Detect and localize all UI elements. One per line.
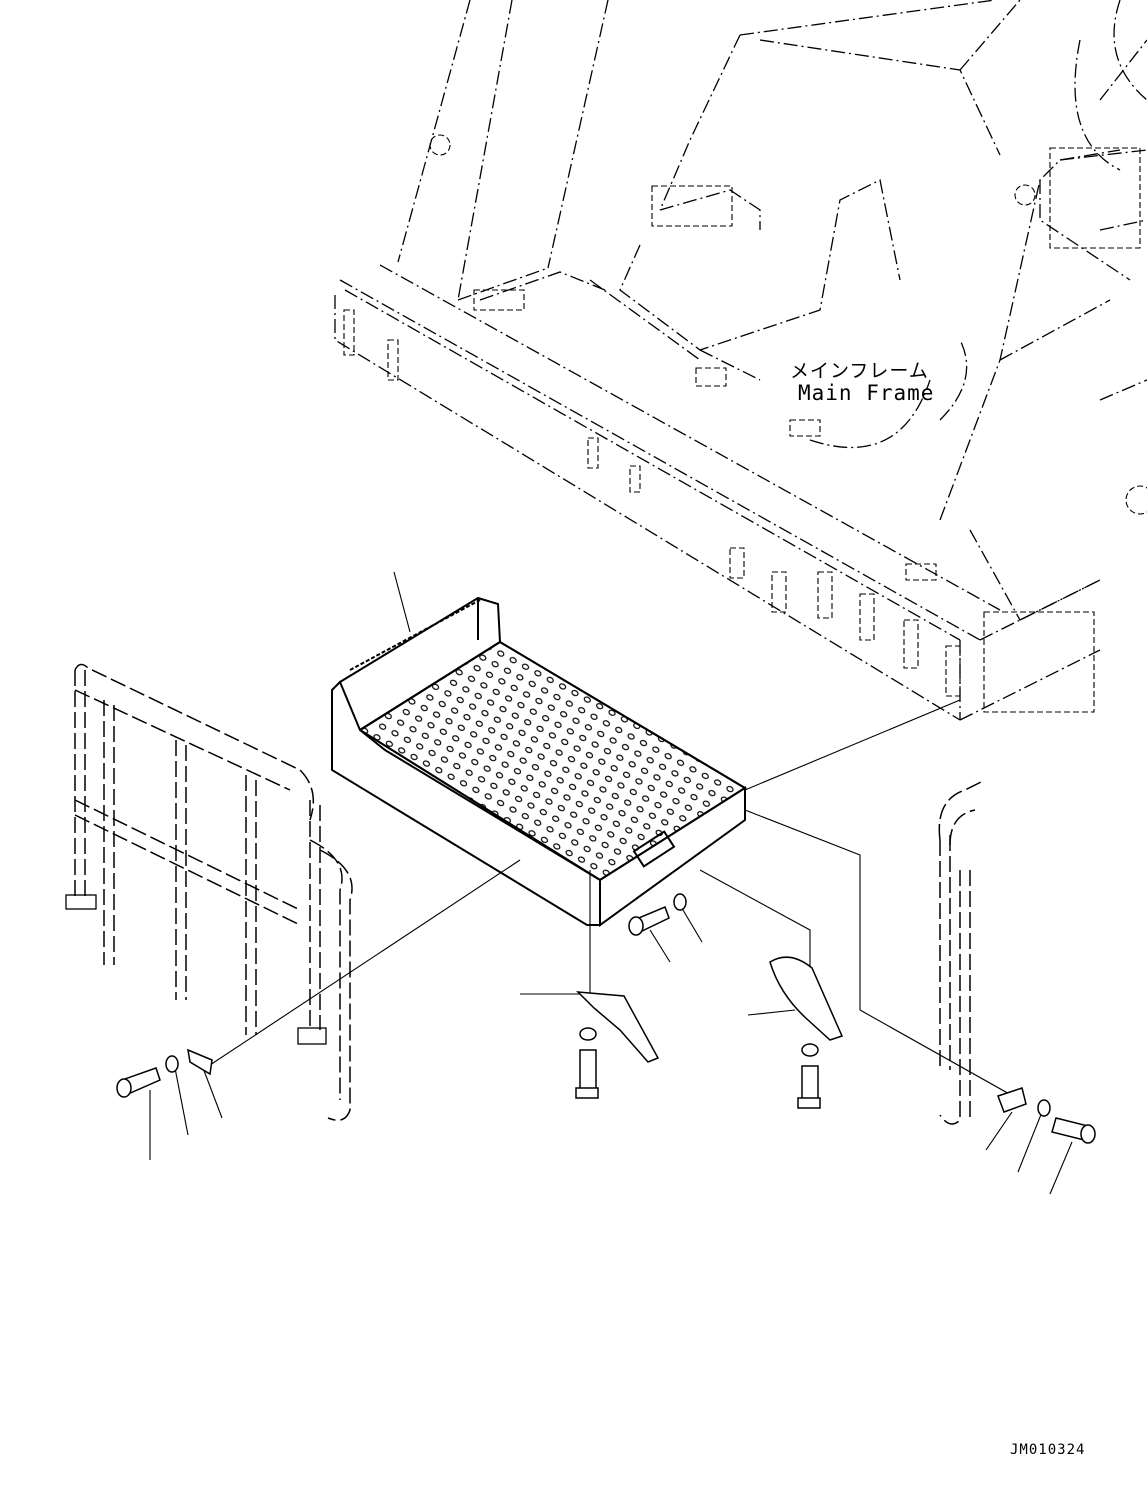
main-frame-label-jp: メインフレーム: [790, 360, 929, 382]
left-handrail-feet: [65, 894, 327, 1045]
washer-icon: [673, 893, 687, 911]
perforated-step: [331, 596, 747, 927]
right-handrail: [938, 779, 986, 1125]
bracket-icon: [576, 991, 660, 1063]
washer-icon: [1037, 1099, 1051, 1117]
clamp-icon: [187, 1048, 213, 1076]
leader-lines: [149, 571, 1073, 1195]
frame-blocks: [343, 134, 1147, 713]
washer-icon: [165, 1055, 179, 1073]
bracket-icon: [769, 956, 844, 1041]
main-frame-label-en: Main Frame: [798, 381, 935, 405]
hardware: [116, 893, 1096, 1144]
main-frame: [334, 0, 1147, 721]
left-handrail: [74, 663, 353, 1121]
drawing-code: JM010324: [1010, 1442, 1086, 1458]
clamp-icon: [997, 1087, 1027, 1113]
